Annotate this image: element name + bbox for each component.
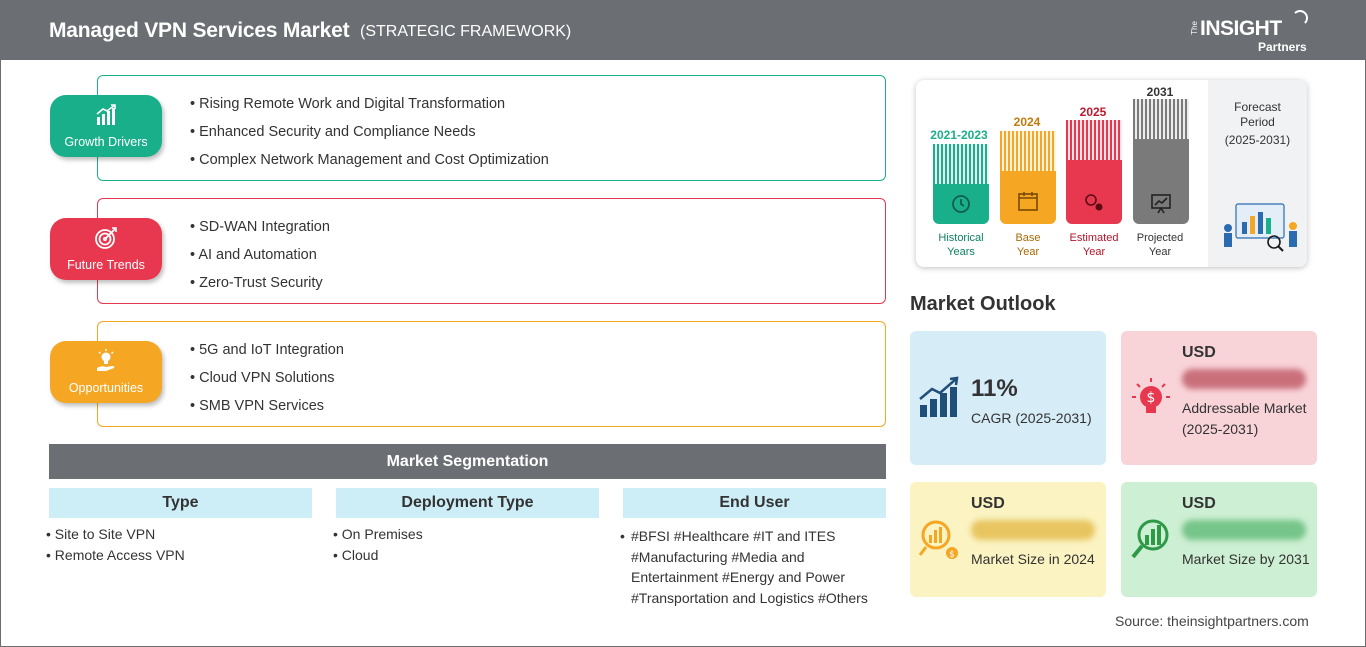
base-caption: Base Year xyxy=(1015,232,1041,258)
insight-partners-logo[interactable]: The INSIGHT Partners xyxy=(1188,10,1318,54)
cagr-label: CAGR (2025-2031) xyxy=(971,410,1092,426)
list-item: Rising Remote Work and Digital Transform… xyxy=(190,96,549,124)
history-clock-icon xyxy=(952,195,970,213)
money-bulb-icon: $ xyxy=(1132,378,1170,413)
historical-caption: Historical Years xyxy=(938,232,984,258)
estimated-year: 2025 xyxy=(1079,105,1107,119)
future-trends-label: Future Trends xyxy=(67,258,145,272)
addressable-currency: USD xyxy=(1182,344,1216,361)
forecast-title: Forecast Period xyxy=(1234,100,1281,129)
blurred-value xyxy=(1182,369,1306,389)
logo-arc-icon xyxy=(1292,10,1308,26)
list-item: Remote Access VPN xyxy=(46,547,185,568)
market-size-2024-card: $ USD Market Size in 2024 xyxy=(910,482,1106,597)
market-outlook-title: Market Outlook xyxy=(910,293,1056,315)
magnifier-chart-icon xyxy=(1131,519,1169,559)
size-2031-currency: USD xyxy=(1182,495,1216,512)
lightbulb-hand-icon xyxy=(97,349,115,371)
end-user-text: #BFSI #Healthcare #IT and ITES #Manufact… xyxy=(631,528,868,606)
projected-caption: Projected Year xyxy=(1136,232,1184,258)
list-item: AI and Automation xyxy=(190,247,330,275)
forecast-period: (2025-2031) xyxy=(1224,133,1291,147)
blurred-value xyxy=(1182,520,1306,540)
deployment-type-heading: Deployment Type xyxy=(336,488,599,518)
growth-chart-icon xyxy=(96,104,116,125)
opportunities-list: 5G and IoT Integration Cloud VPN Solutio… xyxy=(190,342,344,426)
opportunities-box: 5G and IoT Integration Cloud VPN Solutio… xyxy=(97,321,886,427)
market-segmentation-bar: Market Segmentation xyxy=(49,444,886,479)
future-trends-list: SD-WAN Integration AI and Automation Zer… xyxy=(190,219,330,303)
size-2031-label: Market Size by 2031 xyxy=(1182,551,1310,567)
addressable-label: Addressable Market (2025-2031) xyxy=(1182,400,1307,437)
market-size-2031-card: USD Market Size by 2031 xyxy=(1121,482,1317,597)
analytics-people-icon xyxy=(1224,203,1297,252)
list-item: Site to Site VPN xyxy=(46,526,185,547)
source-credit: Source: theinsightpartners.com xyxy=(1115,613,1309,629)
future-trends-badge: Future Trends xyxy=(50,218,162,280)
opportunities-badge: Opportunities xyxy=(50,341,162,403)
logo-the: The xyxy=(1190,21,1199,35)
growth-drivers-list: Rising Remote Work and Digital Transform… xyxy=(190,96,549,180)
list-item: Enhanced Security and Compliance Needs xyxy=(190,124,549,152)
svg-text:$: $ xyxy=(1147,390,1156,406)
list-item: SD-WAN Integration xyxy=(190,219,330,247)
cagr-value: 11% xyxy=(971,375,1018,402)
historical-year: 2021-2023 xyxy=(930,128,988,142)
logo-insight: INSIGHT xyxy=(1200,17,1282,40)
forecast-period-panel: Forecast Period (2025-2031) xyxy=(1208,80,1307,267)
blurred-value xyxy=(971,520,1095,540)
deployment-type-list: On Premises Cloud xyxy=(333,526,423,568)
list-item: Zero-Trust Security xyxy=(190,275,330,303)
growth-drivers-label: Growth Drivers xyxy=(64,135,148,149)
logo-partners: Partners xyxy=(1258,40,1307,54)
historical-bar xyxy=(933,144,989,224)
calendar-icon xyxy=(1018,192,1038,211)
growth-bars-icon xyxy=(919,376,959,417)
coin-chart-icon: $ xyxy=(918,520,958,560)
base-bar xyxy=(1000,131,1056,224)
estimated-caption: Estimated Year xyxy=(1069,232,1119,258)
projected-bar xyxy=(1133,99,1189,224)
list-item: SMB VPN Services xyxy=(190,398,344,426)
growth-drivers-box: Rising Remote Work and Digital Transform… xyxy=(97,75,886,181)
size-2024-currency: USD xyxy=(971,495,1005,512)
page-title: Managed VPN Services Market xyxy=(49,19,350,42)
addressable-market-card: $ USD Addressable Market (2025-2031) xyxy=(1121,331,1317,465)
growth-drivers-badge: Growth Drivers xyxy=(50,95,162,157)
type-heading: Type xyxy=(49,488,312,518)
estimate-gears-icon xyxy=(1085,194,1103,211)
list-item: Cloud xyxy=(333,547,423,568)
cagr-card: 11% CAGR (2025-2031) xyxy=(910,331,1106,465)
future-trends-box: SD-WAN Integration AI and Automation Zer… xyxy=(97,198,886,304)
list-item: On Premises xyxy=(333,526,423,547)
header-bar: Managed VPN Services Market (STRATEGIC F… xyxy=(0,0,1366,60)
end-user-heading: End User xyxy=(623,488,886,518)
projected-year: 2031 xyxy=(1146,85,1174,99)
list-item: Complex Network Management and Cost Opti… xyxy=(190,152,549,180)
type-list: Site to Site VPN Remote Access VPN xyxy=(46,526,185,568)
base-year: 2024 xyxy=(1013,115,1041,129)
estimated-bar xyxy=(1066,120,1122,224)
page-subtitle: (STRATEGIC FRAMEWORK) xyxy=(360,23,572,40)
projection-board-icon xyxy=(1151,194,1171,214)
list-item: Cloud VPN Solutions xyxy=(190,370,344,398)
opportunities-label: Opportunities xyxy=(68,381,144,395)
list-item: 5G and IoT Integration xyxy=(190,342,344,370)
svg-text:$: $ xyxy=(949,550,955,560)
target-icon xyxy=(95,227,117,249)
size-2024-label: Market Size in 2024 xyxy=(971,551,1095,567)
